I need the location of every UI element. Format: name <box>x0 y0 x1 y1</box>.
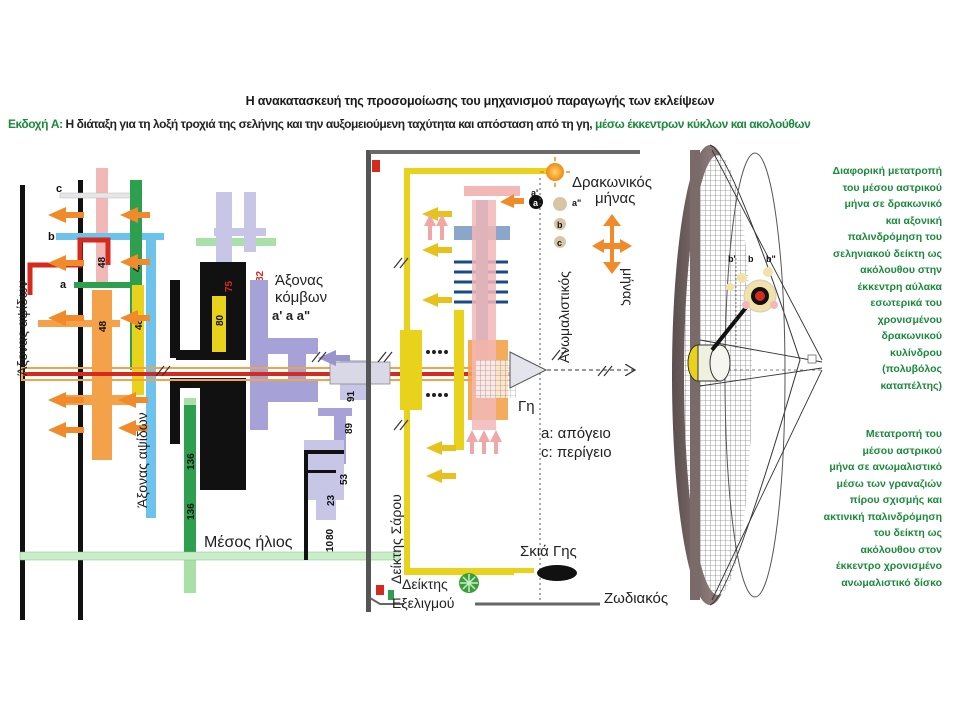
cone-lines <box>699 149 823 601</box>
gear-91: 91 <box>346 390 357 402</box>
light-green-bar <box>196 238 276 246</box>
label-line-of-nodes-2: κόμβων <box>275 289 328 306</box>
blue-arbor-b <box>56 233 164 240</box>
label-apogee: a: απόγειο <box>541 425 611 442</box>
note-line: παλινδρόμηση του <box>847 231 942 243</box>
gear-136-b: 136 <box>186 503 197 520</box>
letter-a: a <box>60 279 67 291</box>
label-zodiac: Ζωδιακός <box>604 590 669 607</box>
label-anomalistic-1: Ανωμαλιστικός <box>556 271 572 363</box>
orange-cross-arrows <box>592 214 632 274</box>
gear-80b: 80 <box>325 528 336 540</box>
gear-48-top: 48 <box>97 256 108 268</box>
note-line: κυλίνδρου <box>890 346 942 359</box>
label-earth: Γη <box>518 398 535 415</box>
earth-shadow-icon <box>537 565 577 581</box>
note-line: μήνα σε δρακωνικό <box>844 198 942 210</box>
label-line-of-apsides: Άξονας αψίδων <box>14 280 30 376</box>
gear-48-yellow: 48 <box>134 318 145 330</box>
moon-label-a2: a" <box>572 198 581 208</box>
note-line: του δείκτη ως <box>873 527 942 539</box>
note-line: Μετατροπή του <box>865 428 942 440</box>
gear-75: 75 <box>224 280 235 292</box>
label-draconic-2: μήνας <box>595 190 636 207</box>
letter-c: c <box>56 183 62 195</box>
note-line: ακόλουθου στον <box>860 543 942 556</box>
moon-ring <box>726 267 778 313</box>
note-line: σεληνιακού δείκτη ως <box>832 247 942 260</box>
label-line-of-nodes-1: Άξονας <box>275 272 324 289</box>
note-line: μήνα σε ανωμαλιστικό <box>829 461 942 473</box>
label-exeligmos-2: Εξελιγμού <box>392 595 455 611</box>
note-line: μέσου αστρικού <box>862 444 942 457</box>
label-saros-pointer: Δείκτης Σάρου <box>388 494 404 584</box>
lavender-light-gears <box>214 192 266 262</box>
moon-label-c: c <box>557 238 562 248</box>
gear-136-a: 136 <box>186 453 197 470</box>
label-anomalistic-2: μήνας <box>620 268 636 306</box>
gear-89: 89 <box>344 422 355 434</box>
note-line: πίρου σχισμής και <box>849 494 942 506</box>
diagram-title: Η ανακατασκευή της προσομοίωσης του μηχα… <box>245 94 715 108</box>
earth-cone <box>509 351 548 389</box>
subtitle-prefix: Εκδοχή A: <box>8 117 63 131</box>
note-line: (πολυβόλος <box>882 363 942 375</box>
center-frame <box>366 150 371 612</box>
yellow-gear-80 <box>212 296 226 352</box>
main-red-shaft <box>22 372 520 376</box>
grey-axle <box>329 361 391 385</box>
red-lever <box>27 237 111 295</box>
note-line: του μέσου αστρικού <box>842 181 942 194</box>
note-line: Διαφορική μετατροπή <box>832 165 942 177</box>
ring-label-b1: b' <box>728 254 736 264</box>
note-line: δρακωνικού <box>881 330 942 342</box>
diagram-subtitle: Εκδοχή A: Η διάταξη για τη λοξή τροχιά τ… <box>8 117 958 131</box>
break-marks <box>155 257 613 431</box>
gear-80: 80 <box>215 314 226 326</box>
gear-23: 23 <box>326 494 337 506</box>
yellow-gear-48 <box>132 285 144 395</box>
label-exeligmos-1: Δείκτης <box>402 576 448 592</box>
ring-label-b2: b" <box>766 254 776 264</box>
subtitle-main: Η διάταξη για τη λοξή τροχιά της σελήνης… <box>62 117 593 131</box>
note-line: έκκεντρο χρονισμένο <box>835 560 942 572</box>
mean-sun-shaft <box>19 551 401 561</box>
letter-b: b <box>48 231 55 243</box>
gear-48-orange: 48 <box>98 320 109 332</box>
note-line: καταπέλτης) <box>880 379 942 392</box>
ring-label-b: b <box>748 254 754 264</box>
gear-82: 82 <box>255 270 266 282</box>
gear-53: 53 <box>339 473 350 485</box>
moon-label-a: a <box>533 198 539 208</box>
note-line: εσωτερικά του <box>870 297 942 309</box>
gear-10: 10 <box>325 540 336 552</box>
sun-icon <box>546 163 564 181</box>
note-line: ακόλουθου στην <box>860 264 942 276</box>
note-line: χρονισμένου <box>877 313 942 326</box>
label-draconic-1: Δρακωνικός <box>572 174 652 191</box>
orange-arrows-left <box>48 207 150 438</box>
label-line-of-apsides-2: Άξονας αψίδων <box>134 412 150 508</box>
note-draconic-conversion: Διαφορική μετατροπή του μέσου αστρικού μήν… <box>792 163 942 394</box>
note-line: ακτινική παλινδρόμηση <box>823 510 942 523</box>
moon-label-a1: a' <box>531 188 538 198</box>
note-line: και αξονική <box>885 214 942 227</box>
subtitle-suffix: μέσω έκκεντρων κύκλων και ακολούθων <box>592 117 811 131</box>
note-anomalistic-conversion: Μετατροπή του μέσου αστρικού μήνα σε ανωμα… <box>780 426 942 591</box>
note-line: μέσω των γραναζιών <box>836 477 942 490</box>
note-line: ανωμαλιστικό δίσκο <box>841 576 942 589</box>
moon-label-b: b <box>557 220 563 230</box>
label-earth-shadow: Σκιά Γης <box>520 543 577 560</box>
label-nodes-letters: a' a a" <box>272 308 311 323</box>
label-perigee: c: περίγειο <box>541 444 612 461</box>
note-line: έκκεντρη αύλακα <box>857 280 942 293</box>
label-mean-sun: Μέσος ήλιος <box>204 534 293 551</box>
